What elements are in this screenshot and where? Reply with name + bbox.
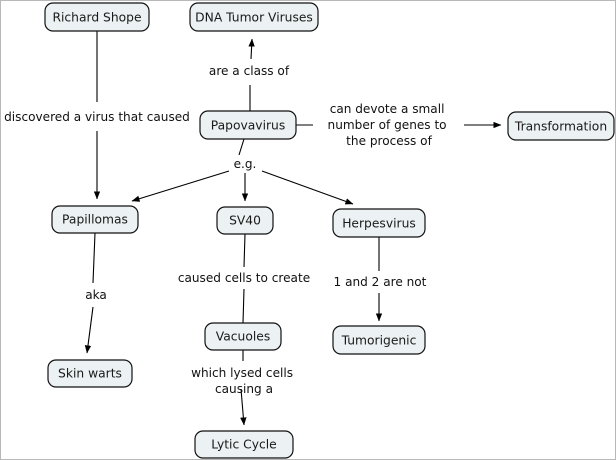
node-herpesvirus-box[interactable]	[332, 208, 426, 238]
node-richard-shope-box[interactable]	[44, 2, 150, 32]
node-herpesvirus-label: Herpesvirus	[342, 217, 416, 231]
node-vacuoles[interactable]: Vacuoles	[204, 322, 282, 351]
node-vacuoles-box[interactable]	[204, 322, 282, 351]
node-richard-shope[interactable]: Richard Shope	[44, 2, 150, 32]
edge-label-caused-cells-to-create: caused cells to create	[178, 271, 310, 285]
node-transformation[interactable]: Transformation	[507, 111, 615, 141]
node-vacuoles-label: Vacuoles	[216, 330, 270, 344]
node-sv40[interactable]: SV40	[216, 206, 274, 235]
edge-labels-layer: are a class of discovered a virus that c…	[4, 64, 451, 396]
node-transformation-label: Transformation	[514, 120, 607, 134]
node-dna-tumor-viruses-label: DNA Tumor Viruses	[195, 11, 313, 25]
edge-label-are-a-class-of: are a class of	[209, 64, 290, 78]
node-skin-warts-label: Skin warts	[58, 367, 122, 381]
node-dna-tumor-viruses[interactable]: DNA Tumor Viruses	[189, 2, 319, 32]
edge-papillomas-to-skin-warts-lower	[84, 306, 94, 354]
edges-layer	[84, 31, 502, 426]
node-herpesvirus[interactable]: Herpesvirus	[332, 208, 426, 238]
node-lytic-cycle-box[interactable]	[194, 430, 294, 459]
node-tumorigenic-label: Tumorigenic	[341, 334, 417, 348]
edge-eg-to-herpesvirus	[261, 170, 354, 205]
edge-label-aka: aka	[85, 288, 107, 302]
edge-label-1-and-2-are-not: 1 and 2 are not	[334, 275, 427, 289]
node-lytic-cycle[interactable]: Lytic Cycle	[194, 430, 294, 459]
node-papovavirus[interactable]: Papovavirus	[199, 110, 297, 140]
nodes-layer: Richard Shope DNA Tumor Viruses Papovavi…	[44, 2, 615, 459]
edge-papovavirus-to-eg	[238, 138, 245, 156]
node-tumorigenic[interactable]: Tumorigenic	[332, 325, 426, 355]
node-papovavirus-label: Papovavirus	[211, 119, 286, 133]
node-richard-shope-label: Richard Shope	[52, 11, 141, 25]
edge-eg-to-papillomas	[131, 170, 230, 202]
node-lytic-cycle-label: Lytic Cycle	[211, 438, 277, 452]
node-sv40-box[interactable]	[216, 206, 274, 235]
node-dna-tumor-viruses-box[interactable]	[189, 2, 319, 32]
node-papillomas[interactable]: Papillomas	[51, 205, 139, 234]
edge-label-e-g: e.g.	[234, 157, 257, 171]
edge-papovavirus-to-dna-tumor-viruses-upper	[248, 38, 255, 60]
node-transformation-box[interactable]	[507, 111, 615, 141]
node-skin-warts[interactable]: Skin warts	[47, 359, 133, 388]
node-tumorigenic-box[interactable]	[332, 325, 426, 355]
node-papovavirus-box[interactable]	[199, 110, 297, 140]
edge-vacuoles-to-lytic-cycle-lower	[240, 388, 247, 426]
node-papillomas-box[interactable]	[51, 205, 139, 234]
edge-label-which-lysed-cells-causing-a: which lysed cells causing a	[191, 366, 297, 396]
edge-sv40-to-vacuoles-upper	[243, 233, 246, 268]
node-papillomas-label: Papillomas	[62, 213, 128, 227]
edge-label-discovered-a-virus-that-caused: discovered a virus that caused	[4, 110, 190, 124]
edge-sv40-to-vacuoles-lower	[242, 288, 245, 324]
node-sv40-label: SV40	[229, 214, 261, 228]
edge-label-can-devote-a-small-number-of-genes: can devote a small number of genes to th…	[328, 102, 451, 148]
node-skin-warts-box[interactable]	[47, 359, 133, 388]
edge-papillomas-to-skin-warts-upper	[92, 232, 96, 284]
